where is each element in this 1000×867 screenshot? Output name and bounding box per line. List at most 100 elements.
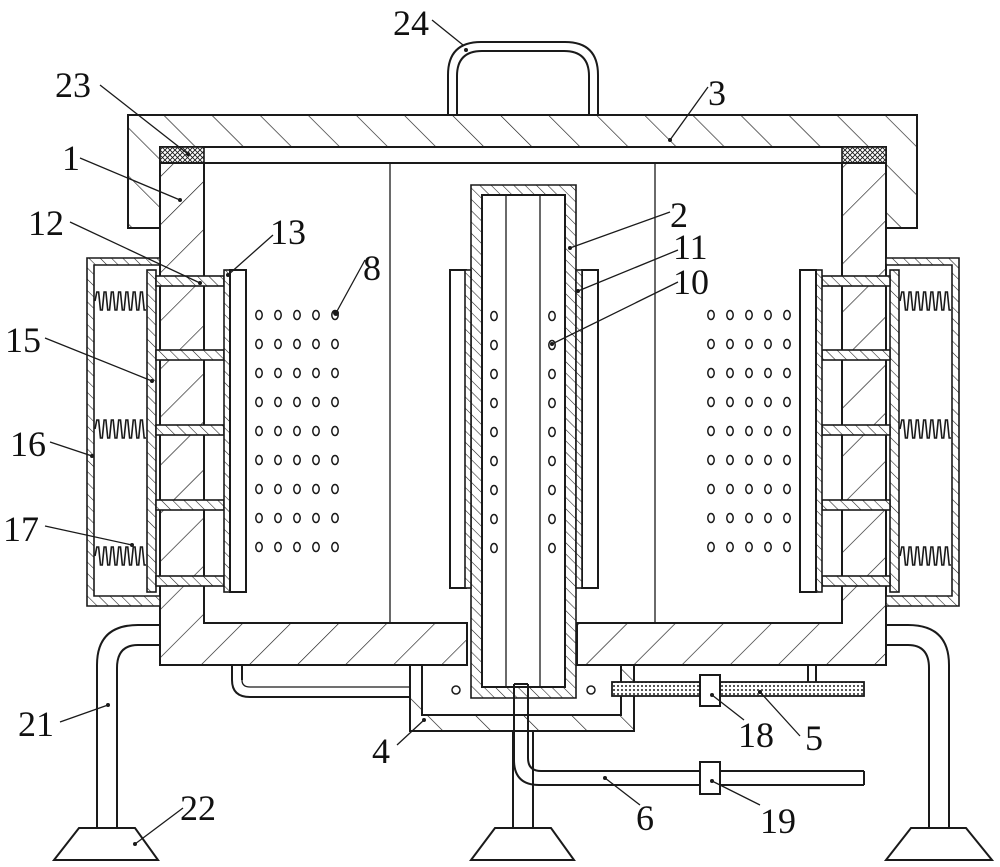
filter-hole [312,512,320,524]
label-12: 12 [28,203,64,243]
filter-hole [726,309,734,321]
label-16: 16 [10,424,46,464]
right-side-assembly [799,257,960,607]
label-8: 8 [363,248,381,288]
foot-right [883,827,995,861]
filter-hole [331,396,339,408]
label-24: 24 [393,3,429,43]
filter-hole [764,454,772,466]
label-5: 5 [805,718,823,758]
filter-hole [255,483,263,495]
filter-hole [707,338,715,350]
filter-hole [783,512,791,524]
filter-hole [255,309,263,321]
filter-hole [764,338,772,350]
filter-hole [293,309,301,321]
filter-hole [745,338,753,350]
filter-hole [745,454,753,466]
filter-hole [293,512,301,524]
filter-hole [726,425,734,437]
filter-hole [274,396,282,408]
filter-hole [783,396,791,408]
filter-hole [312,309,320,321]
filter-hole [764,309,772,321]
filter-hole [331,454,339,466]
leg-left [96,624,160,828]
filter-hole [274,483,282,495]
filter-hole [331,367,339,379]
filter-hole [331,483,339,495]
label-11: 11 [673,227,708,267]
label-22: 22 [180,788,216,828]
filter-hole [707,425,715,437]
filter-hole [274,338,282,350]
filter-hole [726,541,734,553]
label-6: 6 [636,798,654,838]
spring [899,291,951,311]
label-4: 4 [372,731,390,771]
filter-hole [726,512,734,524]
tube-hole [548,542,556,554]
main-body [159,162,887,666]
filter-hole [745,512,753,524]
filter-hole [293,483,301,495]
filter-hole [255,396,263,408]
filter-hole [745,425,753,437]
filter-hole [312,454,320,466]
filter-hole [726,483,734,495]
filter-hole [293,338,301,350]
filter-hole [783,309,791,321]
tube-hole [490,368,498,380]
foot-center [469,827,576,861]
filter-hole [764,512,772,524]
tube-hole [548,455,556,467]
filter-hole [312,425,320,437]
label-10: 10 [673,262,709,302]
side-holes-left [255,309,339,553]
filter-hole [255,425,263,437]
filter-hole [764,483,772,495]
filter-hole [331,512,339,524]
filter-hole [783,454,791,466]
valve-18[interactable] [699,674,721,707]
tube-hole [490,426,498,438]
side-holes-right [707,309,791,553]
filter-hole [312,396,320,408]
filter-hole [293,541,301,553]
leg-center [512,731,534,828]
spring [899,546,951,566]
filter-hole [764,367,772,379]
spring [94,546,146,566]
filter-hole [745,483,753,495]
filter-hole [745,367,753,379]
filter-hole [312,483,320,495]
filter-hole [293,396,301,408]
central-tube [470,184,577,699]
filter-hole [707,367,715,379]
filter-hole [783,338,791,350]
label-18: 18 [738,715,774,755]
filter-hole [783,367,791,379]
label-13: 13 [270,212,306,252]
spring [899,419,951,439]
tube-hole [490,455,498,467]
filter-hole [274,512,282,524]
filter-hole [783,483,791,495]
tube-hole [490,339,498,351]
valve-19[interactable] [699,761,721,795]
filter-hole [255,454,263,466]
tube-hole [548,368,556,380]
label-2: 2 [670,195,688,235]
filter-hole [707,309,715,321]
left-side-assembly [86,257,247,607]
collection-box [409,664,635,732]
filter-hole [707,512,715,524]
handle [447,41,599,115]
filter-hole [726,396,734,408]
seal-ring-right [841,146,887,164]
filter-hole [274,541,282,553]
filter-hole [293,454,301,466]
tube-hole [548,513,556,525]
label-17: 17 [3,509,39,549]
